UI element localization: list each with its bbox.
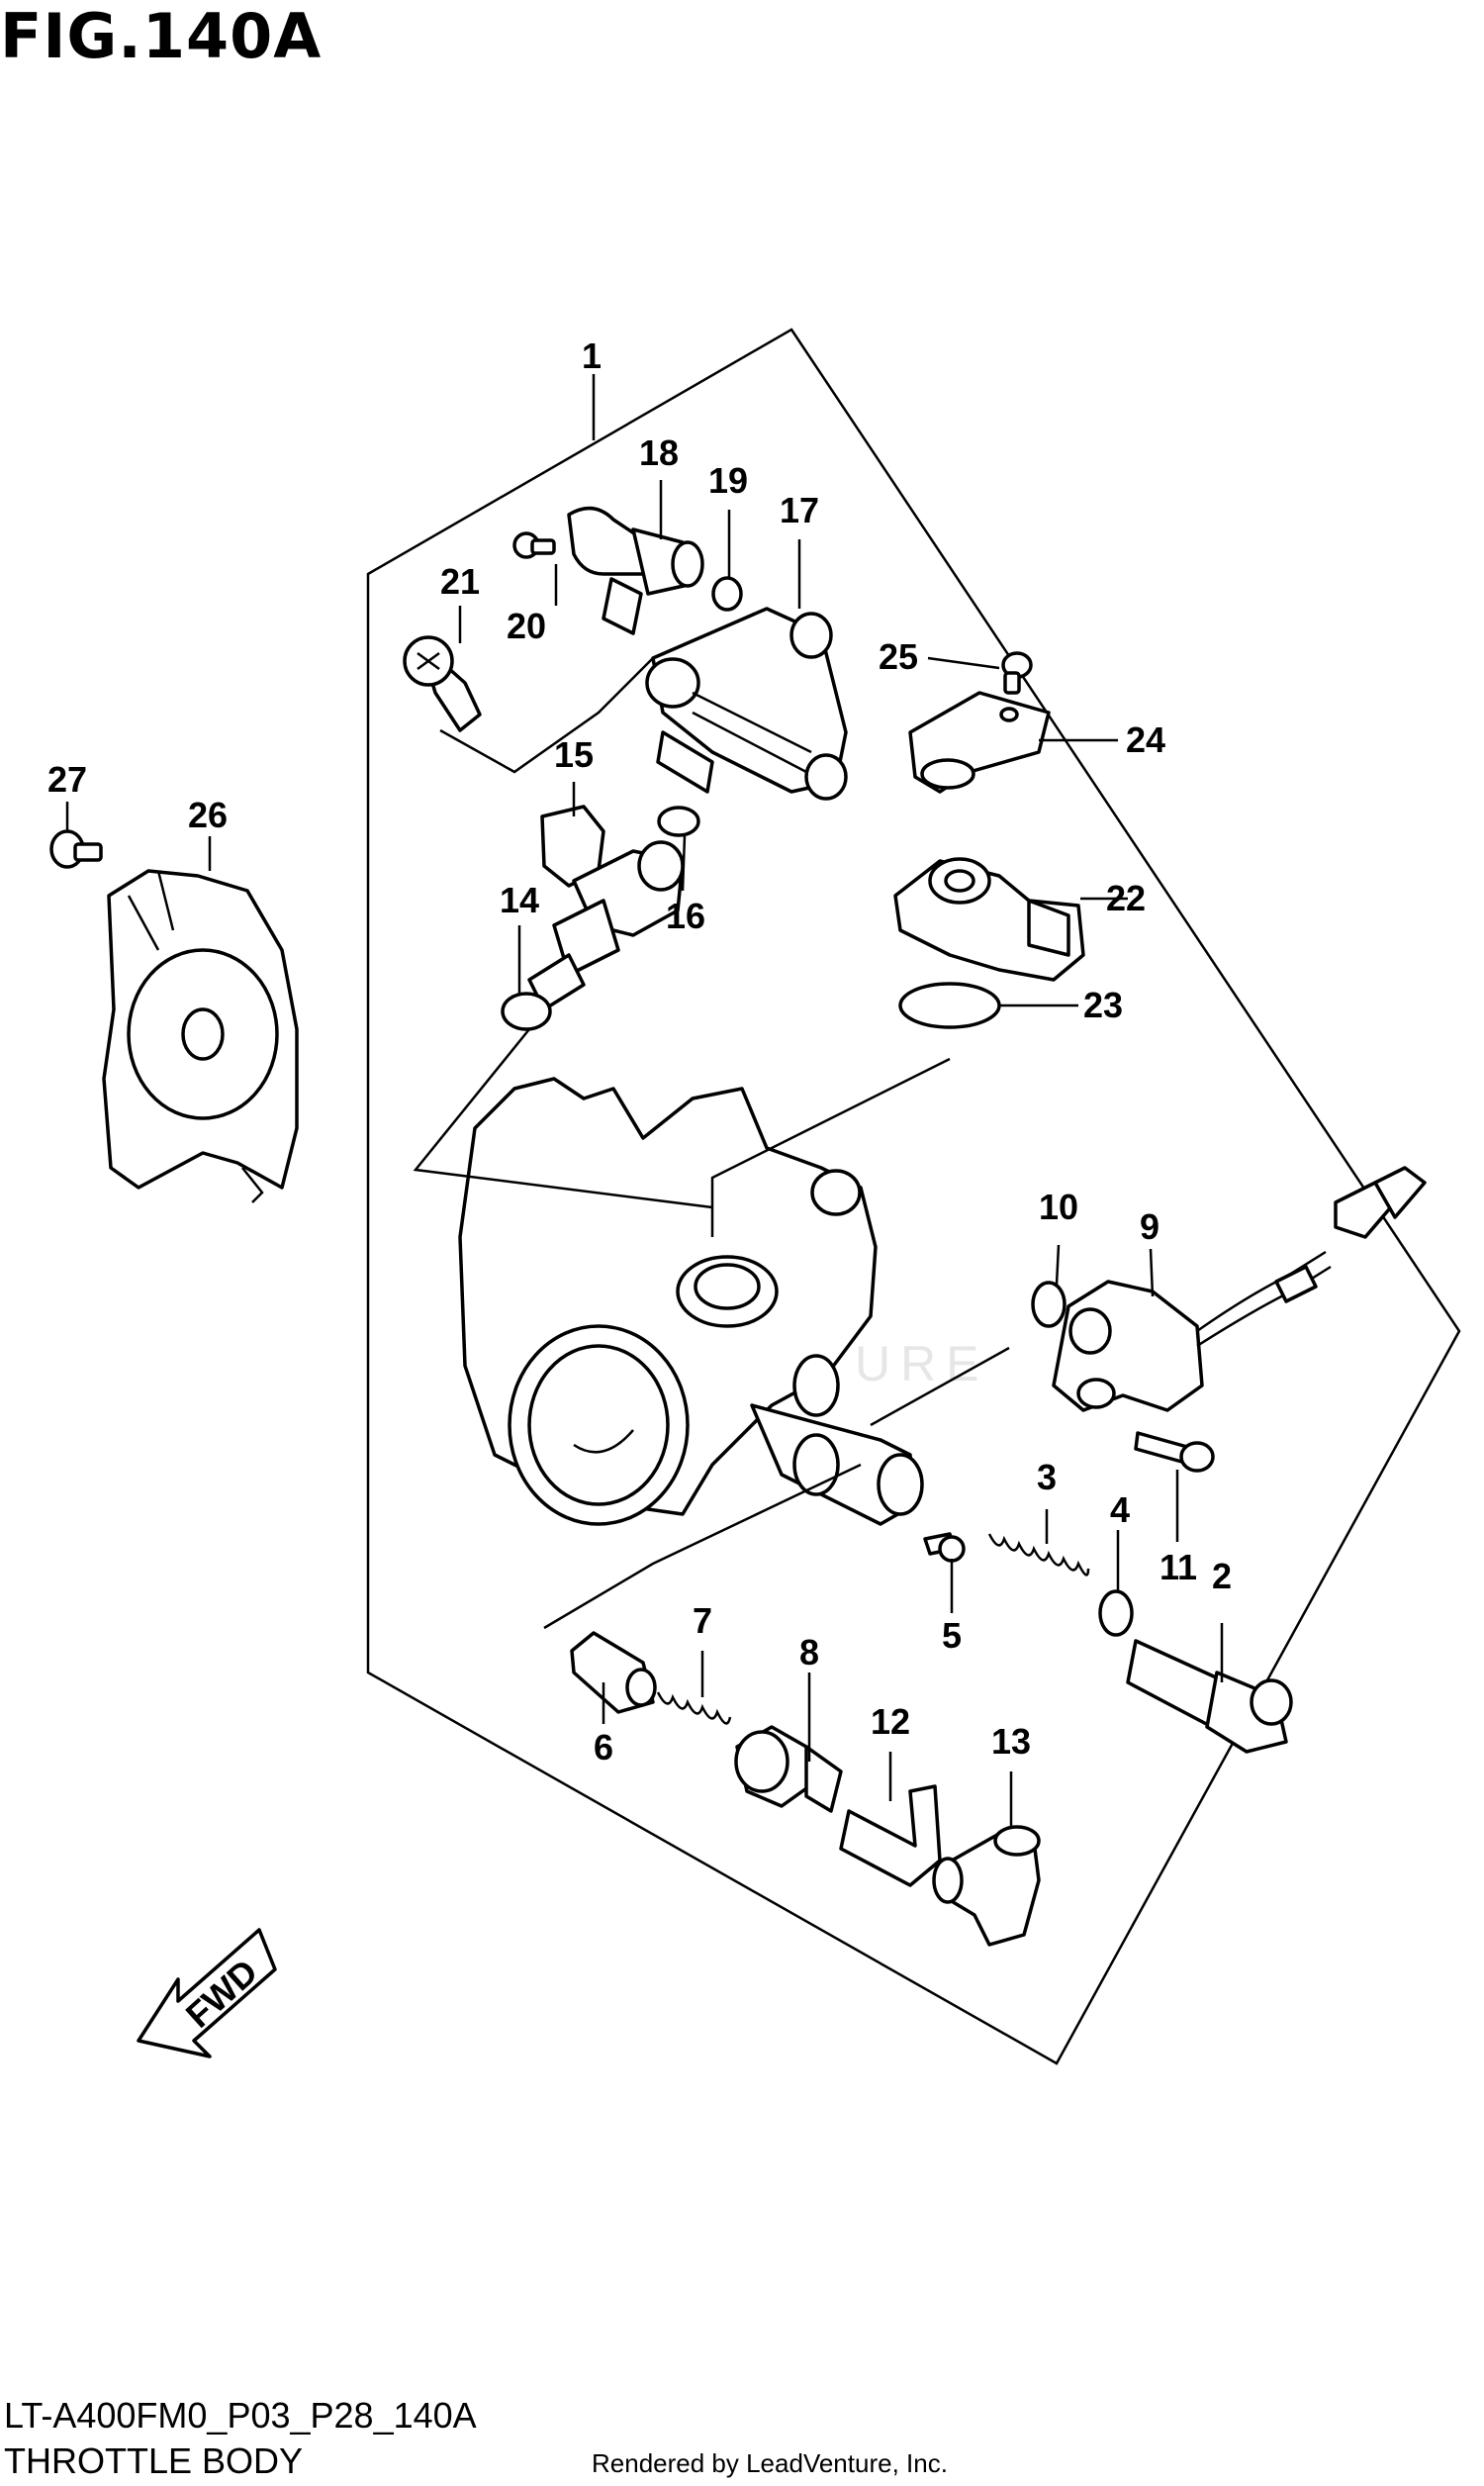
screw-25: [1001, 651, 1033, 695]
injector-15: [527, 805, 685, 1011]
callout-1: 1: [582, 335, 602, 376]
throttle-body-main: [458, 1077, 924, 1526]
credit-text: Rendered by LeadVenture, Inc.: [592, 2448, 948, 2478]
callout-14: 14: [500, 880, 539, 920]
callout-3: 3: [1037, 1457, 1057, 1497]
bracket-24: [908, 691, 1051, 794]
o-ring-4: [1098, 1589, 1134, 1637]
callout-24: 24: [1126, 719, 1165, 760]
callouts: 1 2 3 4 5 6 7 8 9 10 11 12 13 14 15 16 1…: [47, 335, 1232, 1768]
callout-7: 7: [693, 1600, 712, 1641]
bolt-27: [49, 829, 103, 869]
plunger-2: [1126, 1639, 1293, 1754]
callout-26: 26: [188, 795, 228, 835]
leader-lines: [65, 374, 1224, 1826]
o-ring-16: [657, 806, 700, 837]
callout-21: 21: [440, 561, 480, 602]
screw-6: [570, 1631, 657, 1714]
callout-4: 4: [1110, 1489, 1130, 1530]
assembly-frame: [366, 328, 1461, 2065]
hose-12: [839, 1784, 942, 1887]
sensor-22: [893, 857, 1085, 982]
o-ring-10: [1031, 1281, 1067, 1328]
screw-11: [1134, 1431, 1215, 1473]
o-ring-23: [898, 982, 1001, 1029]
callout-10: 10: [1039, 1187, 1078, 1227]
pipe-18: [567, 506, 704, 635]
callout-17: 17: [780, 490, 819, 530]
sensor-9: [1052, 1166, 1427, 1412]
callout-19: 19: [708, 460, 748, 501]
callout-27: 27: [47, 759, 87, 800]
figure-name: THROTTLE BODY: [4, 2440, 304, 2481]
callout-6: 6: [594, 1727, 613, 1768]
screw-5: [923, 1532, 966, 1563]
callout-15: 15: [554, 734, 594, 775]
o-ring-19: [711, 576, 743, 612]
callout-23: 23: [1083, 985, 1123, 1025]
callout-12: 12: [871, 1701, 910, 1742]
adjuster-8: [734, 1725, 843, 1813]
fwd-arrow: FWD: [137, 1928, 277, 2058]
callout-2: 2: [1212, 1556, 1232, 1596]
screw-21: [403, 635, 482, 732]
callout-5: 5: [942, 1615, 962, 1656]
callout-18: 18: [639, 432, 679, 473]
callout-20: 20: [507, 606, 546, 646]
cover-part: [102, 869, 299, 1203]
o-ring-14: [501, 992, 552, 1031]
spring-3: [987, 1533, 1090, 1577]
elbow-13: [932, 1825, 1041, 1947]
callout-8: 8: [799, 1632, 819, 1673]
fuel-rail-17: [645, 607, 848, 801]
callout-22: 22: [1106, 878, 1146, 918]
callout-13: 13: [991, 1721, 1031, 1762]
callout-16: 16: [666, 896, 705, 936]
spring-7: [656, 1691, 732, 1725]
bolt-20: [512, 531, 556, 559]
callout-25: 25: [879, 636, 918, 677]
figure-code: LT-A400FM0_P03_P28_140A: [4, 2395, 477, 2436]
callout-11: 11: [1159, 1547, 1197, 1587]
figure-title: FIG.140A: [0, 0, 323, 72]
callout-9: 9: [1140, 1206, 1159, 1247]
